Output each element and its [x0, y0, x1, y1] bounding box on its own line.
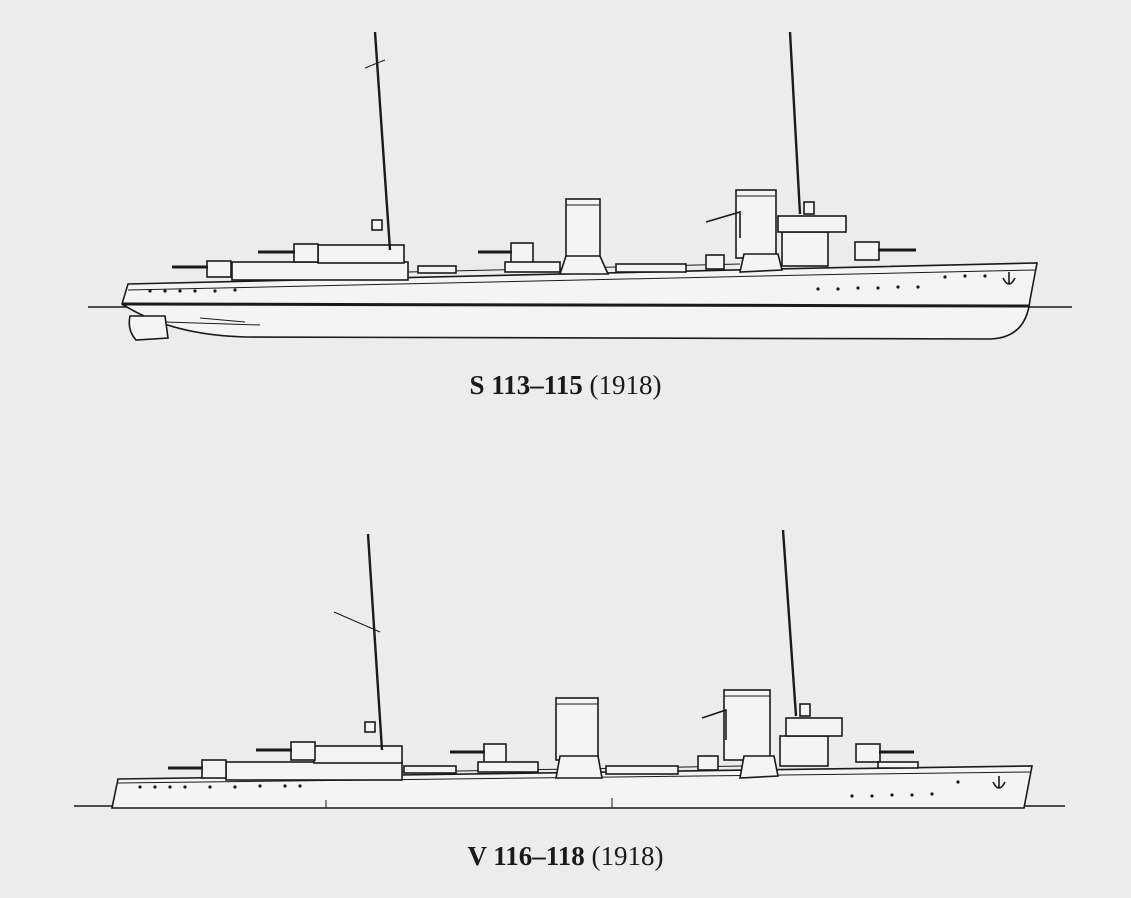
- searchlight-aft: [364, 721, 376, 733]
- boat-davit: [705, 210, 741, 238]
- portholes: [138, 780, 960, 798]
- forward-superstructure: [779, 735, 829, 767]
- anchor: [1002, 272, 1016, 285]
- rudder: [128, 315, 169, 341]
- class-label-s113: S 113–115: [469, 370, 583, 400]
- tube-mount-1: [403, 765, 457, 774]
- foremast: [781, 529, 798, 717]
- gun-mount-3: [450, 743, 507, 765]
- funnel-2-casing: [739, 755, 779, 779]
- portholes: [148, 274, 987, 293]
- boot-top-line: [121, 302, 1031, 308]
- funnel-1: [555, 697, 599, 761]
- searchlight-fwd: [799, 703, 811, 717]
- mainmast-gaff: [333, 611, 381, 633]
- boat-davit: [701, 708, 727, 740]
- searchlight-fwd: [803, 201, 815, 215]
- caption-v116: V 116–118 (1918): [0, 840, 1131, 872]
- mainmast-yard: [364, 59, 386, 69]
- gun-mount-4: [854, 241, 916, 261]
- ventilator: [697, 755, 719, 771]
- gun-mount-1: [172, 260, 232, 278]
- waist-platform: [504, 261, 561, 273]
- gun-mount-4: [855, 743, 914, 763]
- aft-superstructure: [313, 745, 403, 764]
- tube-mount-2: [615, 263, 687, 273]
- year-label-s113: (1918): [589, 370, 662, 400]
- tube-mount-2: [605, 765, 679, 775]
- foremast: [788, 31, 802, 215]
- sheer-line: [127, 269, 1036, 291]
- forecastle-platform: [877, 761, 919, 769]
- bridge: [777, 215, 847, 233]
- year-label-v116: (1918): [591, 841, 664, 871]
- bridge: [785, 717, 843, 737]
- funnel-1-casing: [555, 755, 603, 779]
- anchor: [992, 776, 1006, 789]
- gun-mount-2: [256, 741, 316, 761]
- funnel-2: [735, 189, 777, 259]
- class-label-v116: V 116–118: [467, 841, 585, 871]
- tube-mount-1: [417, 265, 457, 274]
- searchlight-aft: [371, 219, 383, 231]
- gun-mount-1: [168, 759, 227, 779]
- mainmast: [366, 533, 384, 751]
- gun-mount-2: [258, 243, 319, 263]
- mainmast: [373, 31, 392, 251]
- funnel-2: [723, 689, 771, 761]
- screw-shaft: [164, 317, 261, 326]
- funnel-1-casing: [558, 255, 610, 275]
- caption-s113: S 113–115 (1918): [0, 369, 1131, 401]
- funnel-2-casing: [738, 253, 784, 273]
- funnel-1: [565, 198, 601, 262]
- waist-platform: [477, 761, 539, 773]
- aft-deckhouse: [225, 761, 403, 781]
- ventilator: [705, 254, 725, 270]
